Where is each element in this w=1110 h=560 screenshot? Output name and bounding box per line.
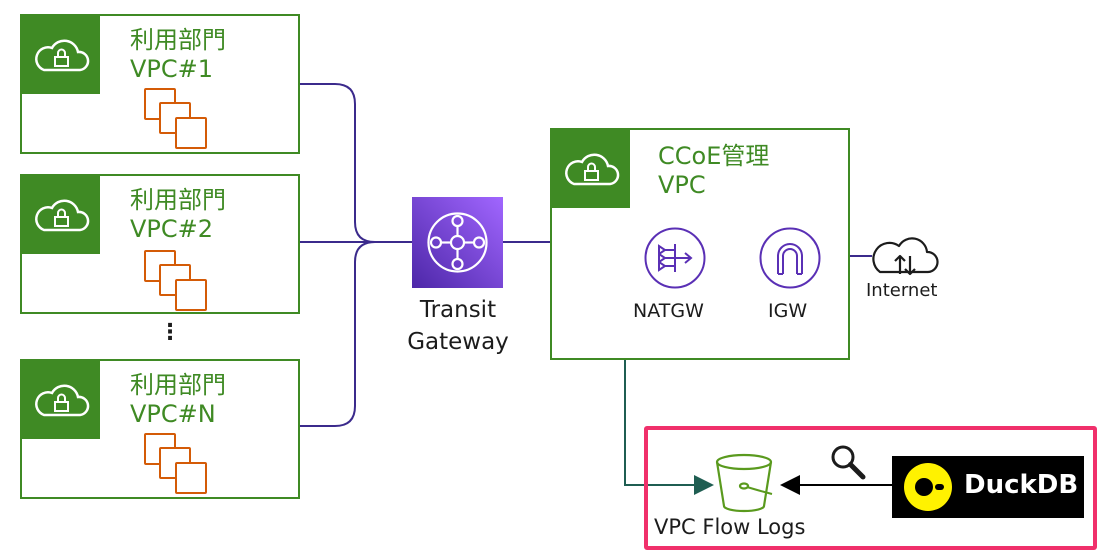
transit-gateway-icon (412, 197, 503, 288)
ccoe-vpc-box: CCoE管理 VPC (550, 128, 850, 360)
vpc1-label: 利用部門 VPC#1 (130, 26, 226, 83)
ec2-instances-icon (144, 250, 207, 311)
vpc-cloud-lock-icon (22, 16, 100, 94)
vpc1-box: 利用部門 VPC#1 (20, 14, 300, 154)
duckdb-arrow-head (780, 475, 800, 495)
vpc-cloud-lock-icon (22, 176, 100, 254)
duckdb-logo: DuckDB (892, 456, 1084, 518)
flowlogs-arrow-head (694, 475, 714, 495)
vpc-cloud-lock-icon (22, 361, 100, 439)
internet-gateway-icon (759, 227, 821, 289)
internet-cloud-icon (872, 237, 939, 276)
more-vpcs-ellipsis: ⋮ (159, 320, 181, 345)
igw-label: IGW (768, 300, 808, 322)
flowlogs-analysis-highlight (644, 426, 1097, 550)
internet-label: Internet (866, 280, 938, 301)
vpcN-box: 利用部門 VPC#N (20, 359, 300, 499)
flow-logs-label: VPC Flow Logs (654, 515, 806, 539)
vpcN-label: 利用部門 VPC#N (130, 371, 226, 428)
vpc2-label: 利用部門 VPC#2 (130, 186, 226, 243)
natgw-label: NATGW (633, 300, 704, 322)
ec2-instances-icon (144, 433, 207, 494)
transit-gateway-label: Transit Gateway (407, 297, 509, 355)
ccoe-to-flowlogs-line (624, 360, 700, 486)
vpc-cloud-lock-icon (552, 130, 630, 208)
vpc2-box: 利用部門 VPC#2 (20, 174, 300, 314)
duckdb-label: DuckDB (964, 470, 1079, 500)
vpc1-to-tgw-line (300, 83, 412, 243)
ccoe-vpc-label: CCoE管理 VPC (658, 142, 770, 199)
ec2-instances-icon (144, 88, 207, 149)
vpcN-to-tgw-line (300, 241, 412, 427)
s3-bucket-icon (715, 453, 773, 513)
duckdb-circle-icon (904, 463, 952, 511)
nat-gateway-icon (644, 227, 706, 289)
magnifier-icon (831, 445, 866, 480)
